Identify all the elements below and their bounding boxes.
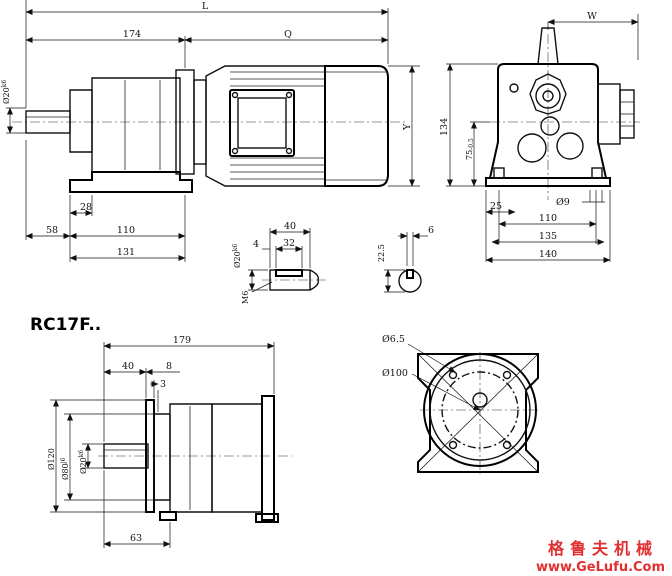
dim-d100: Ø100: [382, 368, 408, 379]
dim-M6: M6: [241, 291, 250, 304]
dim-110: 110: [117, 225, 135, 236]
dim-Y: Y: [402, 123, 413, 131]
dim-174: 174: [123, 29, 141, 40]
dim-25: 25: [490, 201, 502, 212]
dim-140: 140: [539, 249, 557, 260]
dim-shaft-d20: Ø20k6: [1, 80, 11, 104]
dim-d9: Ø9: [556, 197, 570, 208]
dim-d80: Ø80j6: [60, 457, 70, 480]
side-view-dimensions: L 174 Q Ø20k6 28 58 110 131 Y: [1, 0, 420, 262]
dim-8: 8: [166, 361, 172, 372]
flange-front-view: [417, 352, 540, 474]
dim-40: 40: [284, 221, 296, 232]
dim-135: 135: [539, 231, 557, 242]
end-view-gear-unit: [485, 27, 640, 200]
dim-63: 63: [130, 533, 142, 544]
dim-W: W: [587, 11, 597, 22]
flange-side-dimensions: 179 40 8 3 Ø120 Ø80j6 Ø20k6 63: [47, 335, 275, 548]
dim-40b: 40: [122, 361, 134, 372]
dim-28: 28: [80, 202, 92, 213]
flange-front-dimensions: Ø6.5 Ø100: [382, 334, 481, 411]
watermark-cn: 格鲁夫机械: [548, 539, 658, 558]
dim-L: L: [202, 1, 209, 12]
dim-d20k6: Ø20k6: [232, 244, 242, 268]
terminal-box: [229, 89, 295, 157]
dim-179: 179: [173, 335, 191, 346]
dim-134: 134: [439, 118, 450, 136]
dim-75: 75-0.5: [465, 138, 475, 160]
motor-cooling-fins: [230, 71, 325, 180]
dim-6: 6: [428, 225, 434, 236]
dim-58: 58: [46, 225, 58, 236]
flange-side-view: [98, 395, 292, 523]
dim-110b: 110: [539, 213, 557, 224]
dim-d6-5: Ø6.5: [382, 334, 405, 345]
dim-Q: Q: [284, 29, 292, 40]
watermark: 格鲁夫机械 www.GeLufu.Com: [536, 539, 665, 575]
dim-d120: Ø120: [47, 448, 56, 470]
dim-3: 3: [160, 379, 166, 390]
side-view-motor-gear: [12, 65, 405, 193]
dim-32: 32: [283, 238, 295, 249]
model-title: RC17F..: [30, 315, 101, 335]
watermark-url: www.GeLufu.Com: [536, 560, 665, 575]
end-view-dimensions: W 134 75-0.5 25 Ø9 110 135 140: [439, 11, 639, 263]
dim-d20b: Ø20k6: [78, 450, 88, 474]
dim-4: 4: [253, 239, 259, 250]
shaft-detail: 40 4 32 Ø20k6 M6: [232, 221, 326, 304]
dim-131: 131: [117, 247, 135, 258]
keyway-section: 6 22.5: [377, 225, 434, 293]
dim-22-5: 22.5: [377, 244, 386, 262]
